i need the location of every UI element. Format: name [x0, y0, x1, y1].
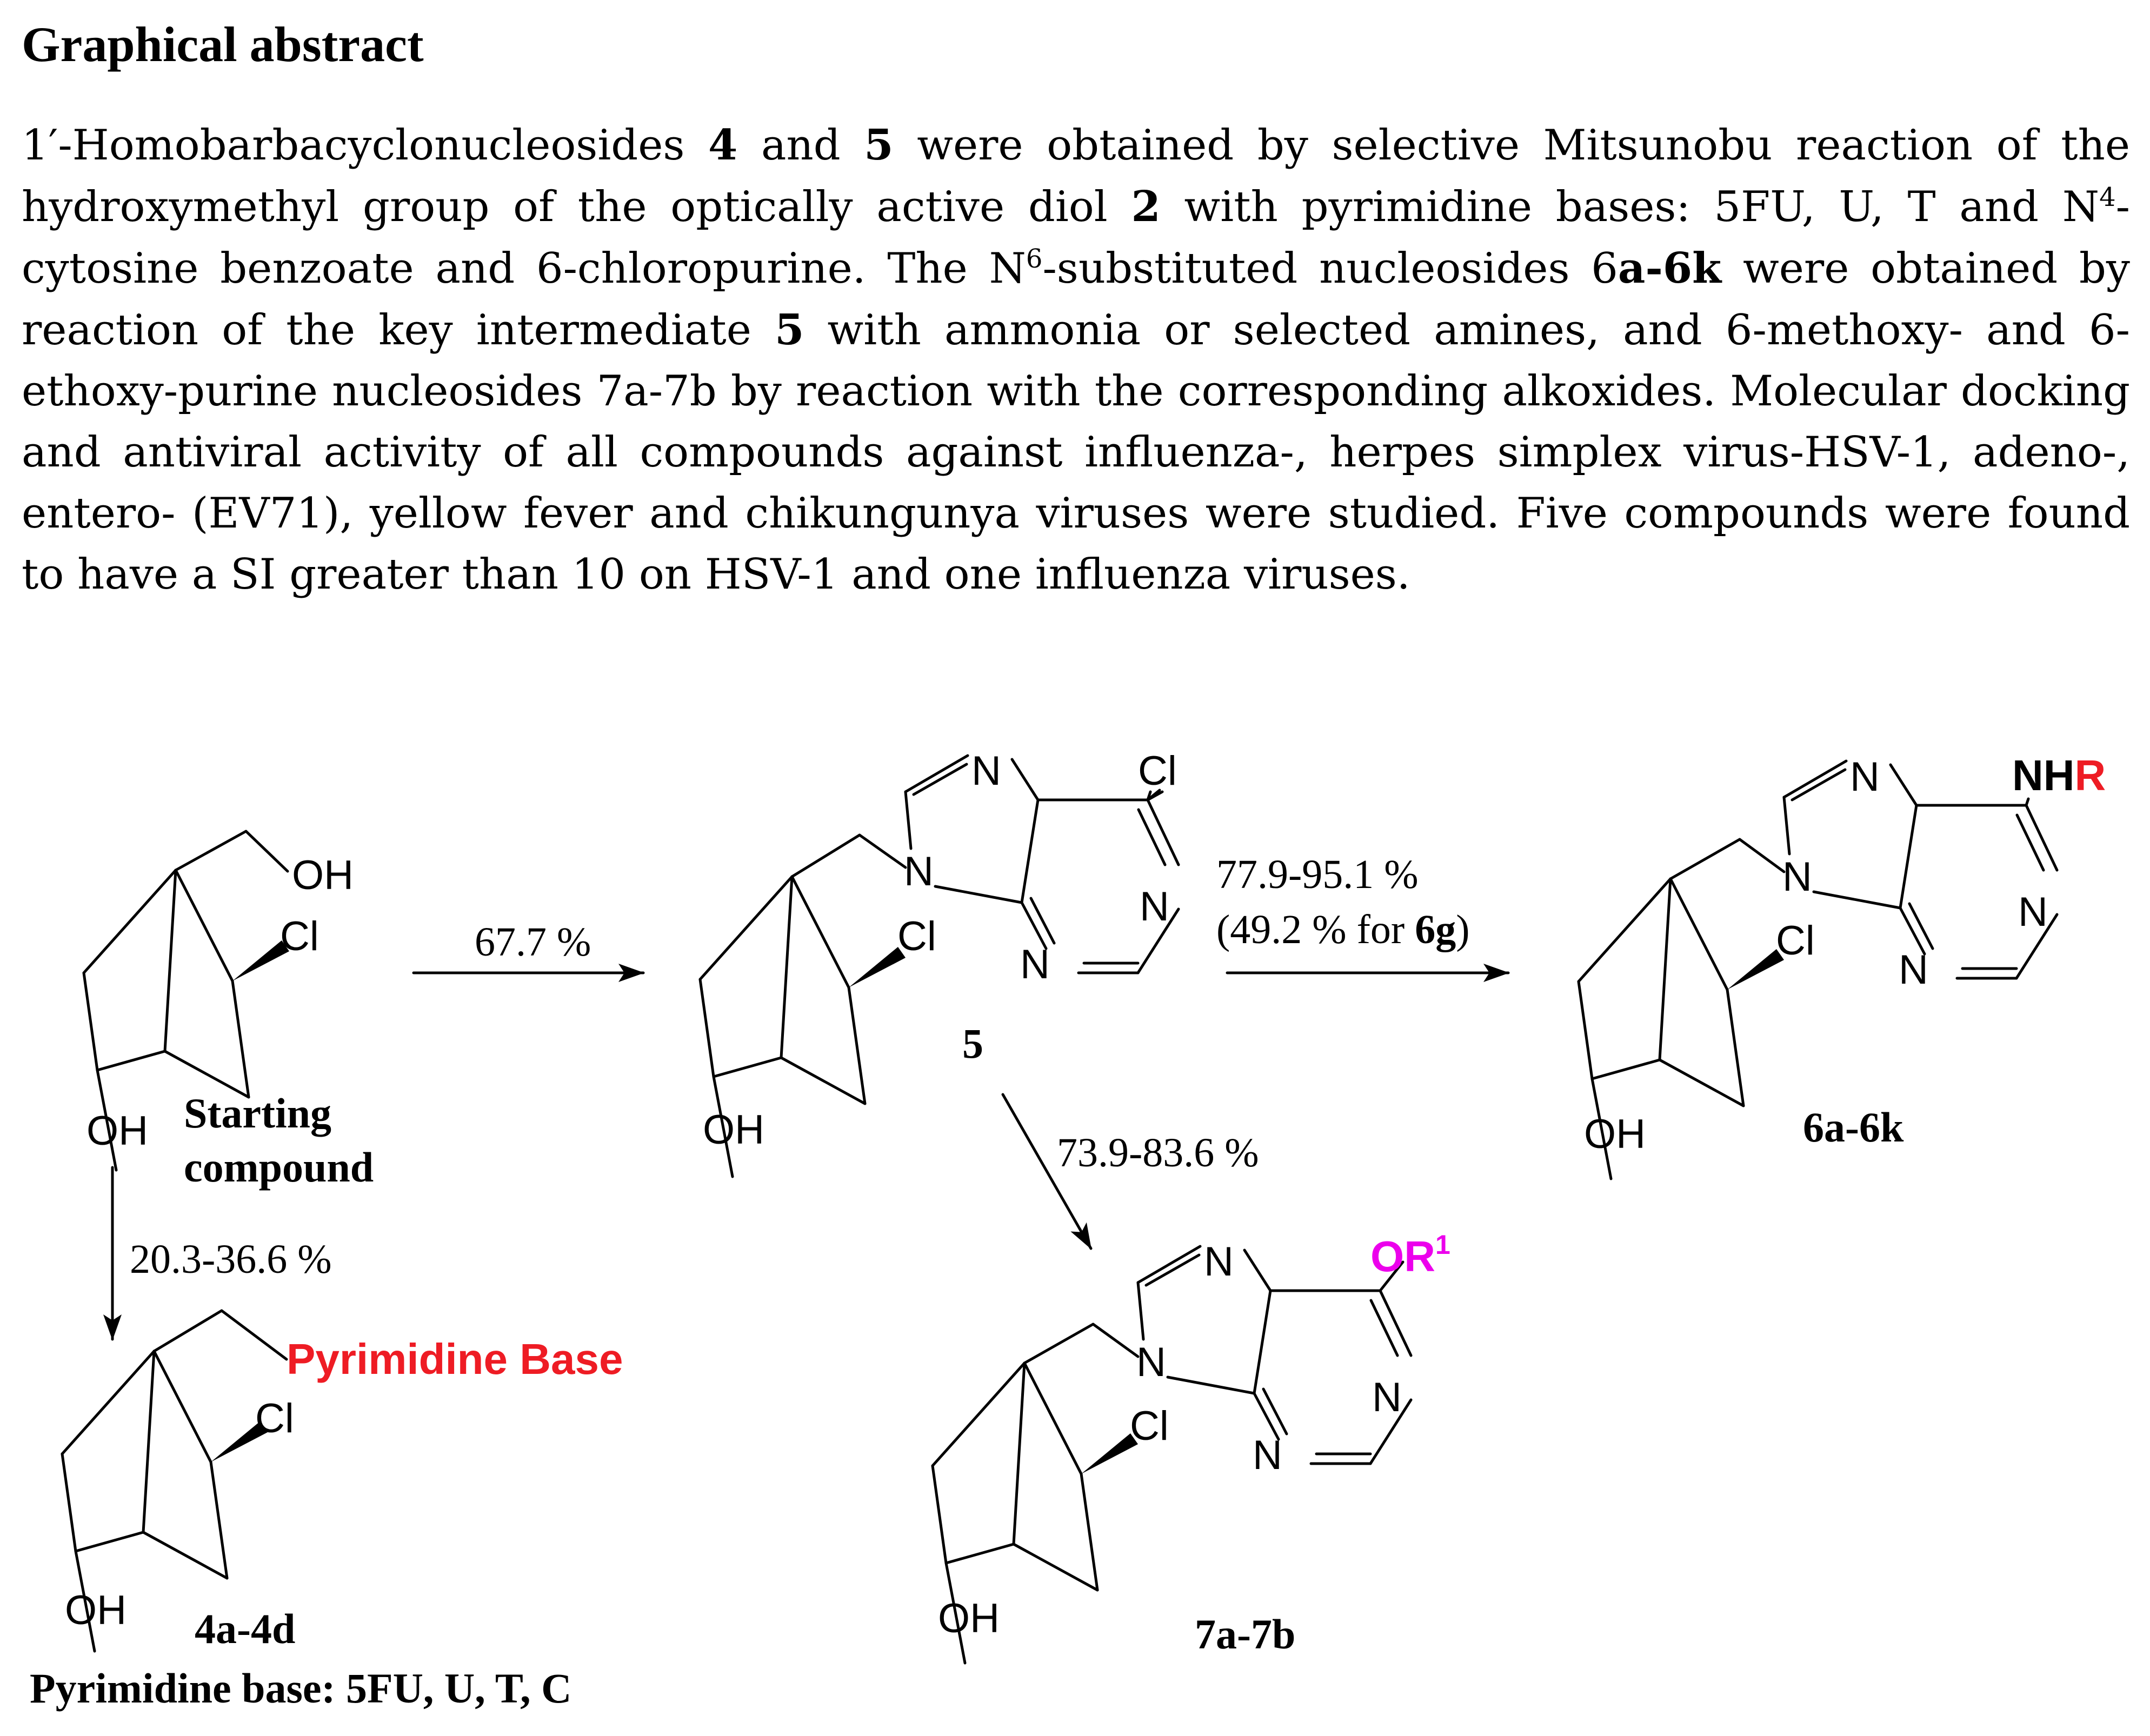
compound-ref: 5 [864, 121, 894, 170]
atom-cl: Cl [1130, 1403, 1169, 1449]
pyrimidine-base-group: Pyrimidine Base [287, 1335, 623, 1383]
atom-n1: N [1372, 1374, 1402, 1420]
atom-n3: N [1899, 947, 1928, 993]
compound-7: N N OR1 N N Cl OH 7a-7b [933, 1230, 1450, 1663]
atom-n3: N [1020, 942, 1050, 987]
superscript: 6 [1026, 244, 1043, 274]
group-nhr: NHR [2012, 751, 2106, 799]
text-run: -substituted nucleosides 6 [1042, 244, 1618, 293]
atom-cl: Cl [897, 913, 936, 959]
atom-cl: Cl [1138, 748, 1177, 794]
label-4: 4a-4d [195, 1605, 295, 1652]
text-run: were obtained by selective Mitsunobu rea… [22, 121, 2130, 231]
heading: Graphical abstract [22, 17, 424, 72]
compound-ref: 5 [775, 305, 804, 355]
atom-n7: N [1850, 754, 1880, 800]
label-starting: Starting [184, 1090, 331, 1137]
yield-to-5: 67.7 % [475, 919, 591, 965]
yield-to-7: 73.9-83.6 % [1057, 1130, 1259, 1176]
compound-5: N N Cl N N Cl OH 5 [700, 748, 1179, 1177]
atom-n7: N [1204, 1239, 1234, 1285]
text-run: with pyrimidine bases: 5FU, U, T and N [1160, 183, 2100, 231]
atom-oh: OH [1584, 1111, 1646, 1157]
starting-compound: OH Cl OH Starting compound [84, 830, 374, 1191]
compound-ref: 2 [1131, 182, 1161, 231]
compound-4: Pyrimidine Base Cl OH 4a-4d Pyrimidine b… [30, 1309, 623, 1712]
yield-to-6: 77.9-95.1 % [1216, 852, 1419, 897]
text-run: and [737, 121, 864, 170]
compound-ref: a-6k [1618, 244, 1722, 293]
compound-ref: 4 [708, 121, 738, 170]
text-run: -cytosine benzoate and 6-chloropurine. T… [22, 183, 2130, 293]
atom-n9: N [904, 849, 934, 894]
label-7: 7a-7b [1195, 1611, 1295, 1658]
arrow-to-7 [1001, 1093, 1093, 1250]
yield-to-6-note: (49.2 % for 6g) [1216, 907, 1470, 952]
atom-n1: N [1140, 884, 1169, 930]
abstract-text: 1′-Homobarbacyclonucleosides 4 and 5 wer… [22, 115, 2130, 605]
group-or1: OR1 [1370, 1230, 1450, 1280]
atom-n1: N [2018, 889, 2048, 935]
text-run: with ammonia or selected amines, and 6-m… [22, 306, 2130, 599]
label-5: 5 [962, 1020, 983, 1067]
atom-n3: N [1253, 1432, 1282, 1478]
atom-oh: OH [86, 1108, 148, 1154]
atom-cl: Cl [255, 1396, 294, 1441]
atom-n9: N [1136, 1339, 1166, 1385]
atom-oh: OH [703, 1107, 764, 1153]
atom-n9: N [1782, 854, 1812, 900]
text-run: were obtained by reaction of the key int… [22, 244, 2130, 355]
atom-oh: OH [292, 852, 354, 898]
text-run: 1′-Homobarbacyclonucleosides [22, 121, 709, 170]
atom-n7: N [971, 748, 1001, 794]
label-compound: compound [184, 1144, 374, 1191]
atom-oh: OH [938, 1595, 1000, 1641]
compound-6: N N NHR N N Cl OH 6a-6k [1579, 751, 2106, 1179]
atom-oh: OH [65, 1587, 127, 1633]
label-pyrimidine-list: Pyrimidine base: 5FU, U, T, C [30, 1665, 571, 1712]
atom-cl: Cl [1776, 918, 1815, 964]
atom-cl: Cl [280, 913, 319, 959]
superscript: 4 [2099, 182, 2116, 212]
label-6: 6a-6k [1803, 1104, 1904, 1151]
yield-to-4: 20.3-36.6 % [130, 1237, 332, 1282]
